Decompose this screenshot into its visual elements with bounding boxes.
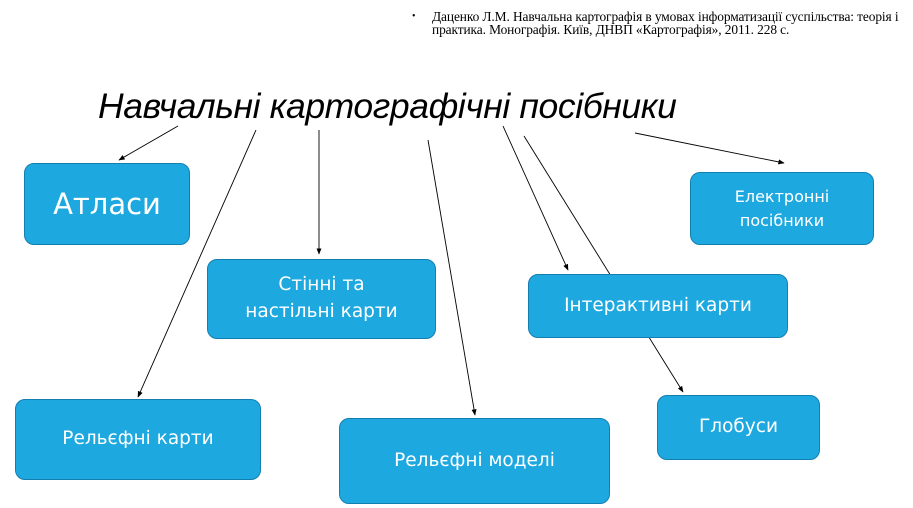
citation-text: Даценко Л.М. Навчальна картографія в умо… bbox=[432, 9, 899, 37]
box-globes-label: Глобуси bbox=[699, 416, 778, 438]
citation-bullet: • bbox=[412, 11, 416, 22]
box-relief-maps-label: Рельєфні карти bbox=[62, 428, 214, 450]
box-relief-maps: Рельєфні карти bbox=[15, 399, 261, 480]
arrow-to-globes bbox=[523, 135, 684, 393]
box-wall-maps-label: Стінні та настільні карти bbox=[245, 274, 398, 322]
arrow-to-electronic bbox=[634, 132, 785, 165]
box-interactive-maps-label: Інтерактивні карти bbox=[564, 294, 752, 316]
citation: • Даценко Л.М. Навчальна картографія в у… bbox=[412, 9, 908, 37]
box-relief-models-label: Рельєфні моделі bbox=[394, 449, 555, 471]
arrow-to-interactive-maps bbox=[502, 125, 569, 271]
box-atlases: Атласи bbox=[24, 163, 190, 245]
box-relief-models: Рельєфні моделі bbox=[339, 418, 610, 504]
arrow-to-atlases bbox=[118, 125, 179, 161]
box-atlases-label: Атласи bbox=[53, 186, 161, 221]
box-electronic: Електронні посібники bbox=[690, 172, 874, 245]
arrow-to-relief-models bbox=[427, 139, 477, 416]
arrow-to-relief-maps bbox=[137, 129, 257, 398]
box-interactive-maps: Інтерактивні карти bbox=[528, 274, 788, 338]
box-electronic-label: Електронні посібники bbox=[734, 187, 830, 230]
box-wall-maps: Стінні та настільні карти bbox=[207, 259, 436, 339]
box-globes: Глобуси bbox=[657, 395, 820, 460]
diagram-title: Навчальні картографічні посібники bbox=[98, 86, 677, 126]
